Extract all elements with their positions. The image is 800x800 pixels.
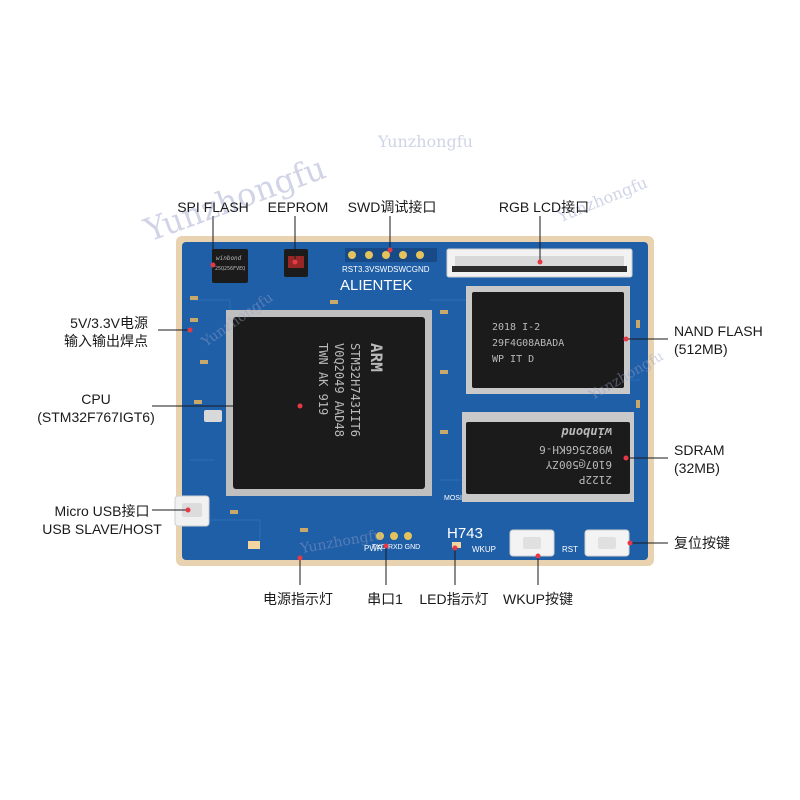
power-led [248, 541, 260, 549]
label-power-pads-line1: 5V/3.3V电源 [70, 315, 148, 331]
label-cpu-line1: CPU [81, 391, 111, 407]
passive-components [190, 296, 640, 532]
svg-text:W9825G6KH-6: W9825G6KH-6 [539, 443, 612, 456]
label-rgb-lcd: RGB LCD接口 [498, 199, 590, 215]
label-cpu: CPU (STM32F767IGT6) [37, 390, 154, 426]
swd-header [345, 248, 437, 262]
cpu-chip [233, 317, 425, 489]
label-spi-flash: SPI FLASH [177, 199, 249, 215]
nand-mark-1: 2018 I-2 [492, 322, 540, 333]
sdram-markings: 2122P 6107@500ZY W9825G6KH-6 winbond [539, 425, 612, 486]
uart-pin-labels: TXD RXD GND [372, 544, 420, 551]
uart-header [376, 532, 412, 540]
label-led: LED指示灯 [419, 591, 489, 607]
brand-silkscreen: ALIENTEK [340, 277, 413, 294]
label-reset-key: 复位按键 [674, 535, 730, 551]
svg-text:TWN AK 919: TWN AK 919 [316, 343, 330, 415]
crystal [204, 410, 222, 422]
label-micro-usb-line2: USB SLAVE/HOST [42, 521, 162, 537]
label-swd: SWD调试接口 [347, 199, 437, 215]
label-eeprom: EEPROM [267, 199, 329, 215]
nand-mark-3: WP IT D [492, 354, 534, 365]
model-silkscreen: H743 [447, 525, 483, 542]
micro-usb-port [182, 503, 202, 517]
pwr-silkscreen: PWR [364, 544, 383, 553]
reset-key-cap [598, 537, 616, 549]
label-micro-usb-line1: Micro USB接口 [54, 503, 150, 519]
svg-text:STM32H743IIT6: STM32H743IIT6 [348, 343, 362, 437]
svg-text:2122P: 2122P [579, 473, 612, 486]
label-micro-usb: Micro USB接口 USB SLAVE/HOST [42, 502, 162, 538]
label-sdram: SDRAM (32MB) [674, 441, 725, 477]
sdram-chip [466, 422, 630, 494]
label-power-led: 电源指示灯 [263, 591, 333, 607]
mosi-silkscreen: MOSI [444, 495, 462, 502]
svg-text:ARM: ARM [367, 343, 386, 372]
nand-mark-2: 29F4G08ABADA [492, 338, 564, 349]
wkup-silkscreen: WKUP [472, 545, 496, 554]
swd-pin-labels: RST3.3VSWDSWCGND [342, 265, 430, 274]
leader-lines [152, 216, 668, 585]
wkup-key-cap [523, 537, 541, 549]
watermark: Yunzhongfu [378, 132, 473, 151]
rst-silkscreen: RST [562, 545, 578, 554]
leader-dots [185, 247, 633, 561]
spi-flash-mark-2: 25Q256FVEQ [215, 266, 245, 272]
label-uart: 串口1 [367, 591, 403, 607]
svg-text:V0Q2049 AAD48: V0Q2049 AAD48 [332, 343, 346, 437]
label-nand-flash-line2: (512MB) [674, 341, 728, 357]
cpu-markings: ARM STM32H743IIT6 V0Q2049 AAD48 TWN AK 9… [316, 343, 386, 437]
svg-text:6107@500ZY: 6107@500ZY [545, 458, 612, 471]
spi-flash-chip [212, 249, 248, 283]
spi-flash-mark-1: winbond [216, 255, 242, 262]
label-wkup-key: WKUP按键 [503, 591, 573, 607]
label-cpu-line2: (STM32F767IGT6) [37, 409, 155, 425]
label-sdram-line1: SDRAM [674, 442, 725, 458]
status-led [452, 542, 461, 548]
svg-text:winbond: winbond [561, 425, 612, 439]
lcd-connector-latch [452, 266, 627, 272]
label-nand-flash: NAND FLASH (512MB) [674, 322, 763, 358]
label-power-pads-line2: 输入输出焊点 [64, 333, 148, 349]
label-sdram-line2: (32MB) [674, 460, 720, 476]
nand-chip [472, 292, 624, 388]
label-power-pads: 5V/3.3V电源 输入输出焊点 [64, 314, 148, 350]
label-nand-flash-line1: NAND FLASH [674, 323, 763, 339]
